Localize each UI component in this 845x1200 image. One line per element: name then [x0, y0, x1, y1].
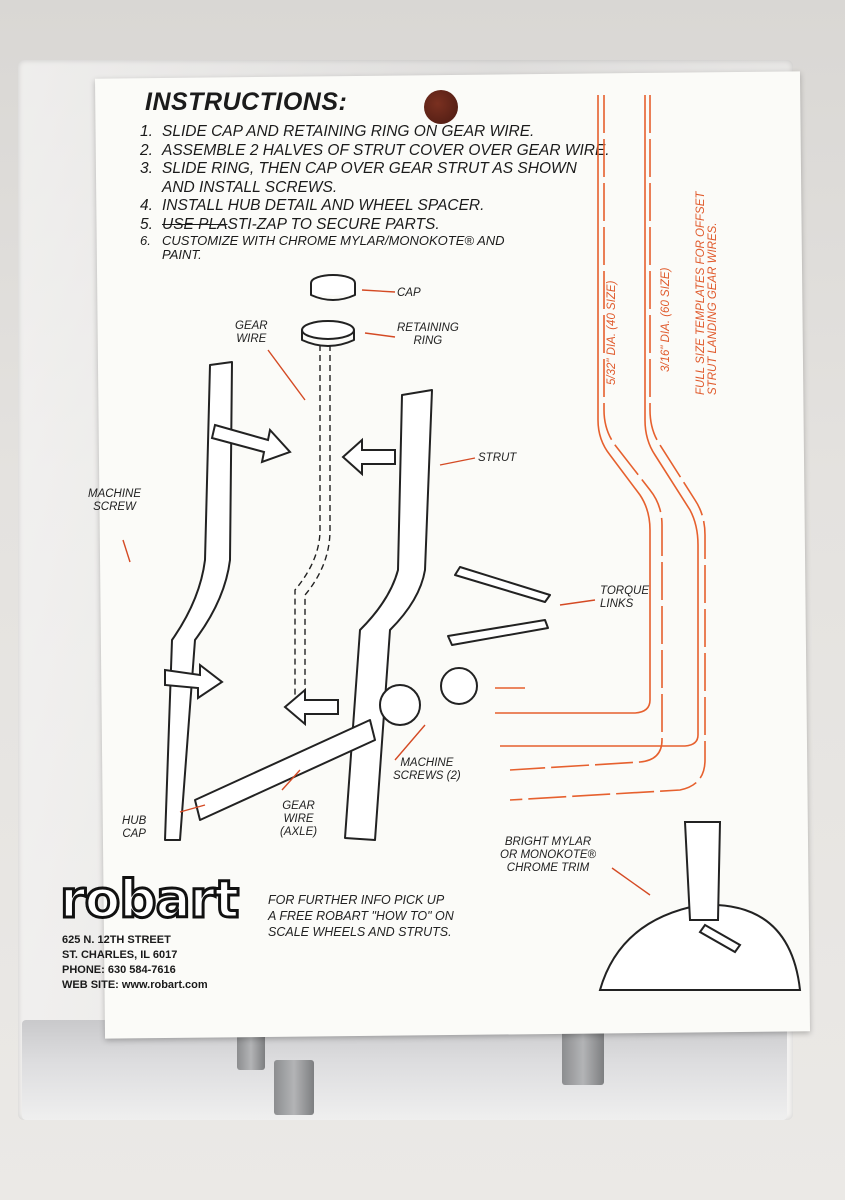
strut-part [562, 1030, 604, 1085]
step-5: 5.USE PLASTI-ZAP TO SECURE PARTS. [140, 215, 440, 233]
hub-detail [379, 684, 421, 726]
wheel-spacer [440, 667, 478, 705]
template-line-40 [509, 95, 663, 771]
arrow-right-lower [164, 662, 224, 700]
gear-wire-dashed [294, 345, 321, 710]
step-6: 6.CUSTOMIZE WITH CHROME MYLAR/MONOKOTE® … [140, 233, 505, 262]
company-address: 625 N. 12TH STREET ST. CHARLES, IL 6017 … [62, 934, 208, 991]
label-strut: STRUT [478, 452, 517, 464]
label-cap: CAP [397, 287, 421, 299]
instruction-steps: 1.SLIDE CAP AND RETAINING RING ON GEAR W… [140, 123, 610, 262]
hang-hole [424, 90, 458, 124]
step-2: 2.ASSEMBLE 2 HALVES OF STRUT COVER OVER … [140, 141, 610, 159]
step-3: 3.SLIDE RING, THEN CAP OVER GEAR STRUT A… [140, 160, 577, 196]
template-line-60 [509, 95, 706, 801]
strut-part [274, 1060, 314, 1115]
retaining-ring-part [301, 320, 355, 340]
arrow-right-upper [210, 423, 292, 464]
strut-half-left [164, 361, 233, 841]
axle [194, 719, 376, 821]
torque-link-upper [454, 566, 551, 603]
instructions-title: INSTRUCTIONS: [145, 88, 348, 116]
strut-inset [683, 821, 722, 921]
robart-logo: robart [58, 869, 240, 932]
further-info: FOR FURTHER INFO PICK UP A FREE ROBART "… [268, 893, 454, 939]
step-4: 4.INSTALL HUB DETAIL AND WHEEL SPACER. [140, 197, 485, 214]
torque-link-lower [447, 619, 549, 646]
arrow-left-upper [341, 437, 396, 477]
step-1: 1.SLIDE CAP AND RETAINING RING ON GEAR W… [140, 123, 535, 140]
arrow-left-lower [283, 687, 339, 727]
